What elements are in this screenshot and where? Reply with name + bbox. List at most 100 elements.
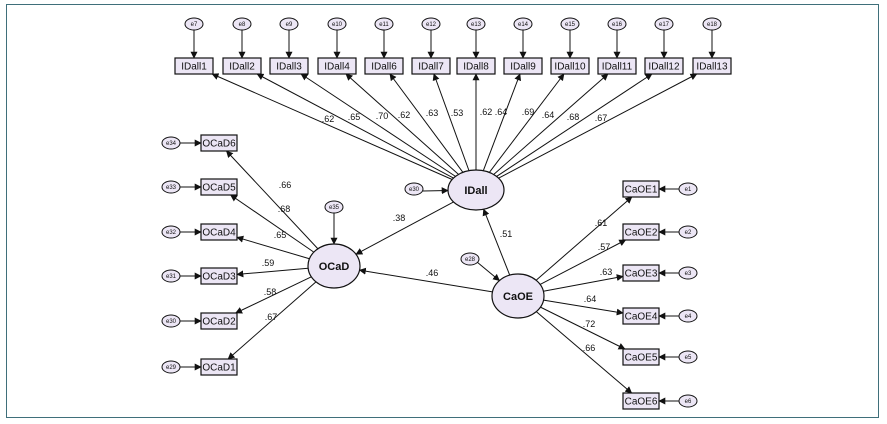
loading-path-ocad6 [226, 150, 319, 250]
latent-error-circle-e28 [460, 252, 480, 266]
indicator-label-idall2: IDall2 [229, 62, 255, 73]
error-circle-e5-caoe5 [678, 350, 698, 364]
latent-error-label-e35: e35 [329, 205, 340, 211]
loading-path-idall1 [211, 73, 453, 180]
loading-path-ocad3 [236, 267, 309, 278]
error-label-e6-caoe6: e6 [685, 399, 692, 405]
latent-error-label-e28: e28 [465, 257, 476, 263]
indicator-box-ocad5 [200, 178, 238, 196]
loading-path-caoe6 [535, 311, 633, 394]
error-circle-e13-idall8 [466, 17, 486, 31]
loading-path-idall9 [482, 73, 522, 171]
indicator-label-caoe2: CaOE2 [625, 228, 658, 239]
indicator-box-ocad3 [200, 267, 238, 285]
indicator-label-caoe4: CaOE4 [625, 312, 658, 323]
indicator-label-ocad3: OCaD3 [202, 272, 236, 283]
error-circle-e6-caoe6 [678, 394, 698, 408]
indicator-box-idall2 [222, 57, 262, 75]
loading-path-ocad1 [227, 281, 317, 360]
loading-coef-caoe1: .61 [595, 218, 608, 228]
loading-coef-idall13: .67 [595, 113, 608, 123]
loading-coef-ocad3: .59 [262, 258, 275, 268]
indicator-box-idall1 [174, 57, 214, 75]
indicator-label-idall13: IDall13 [696, 62, 728, 73]
error-label-e3-caoe3: e3 [685, 271, 692, 277]
error-circle-e1-caoe1 [678, 182, 698, 196]
loading-coef-caoe2: .57 [598, 242, 611, 252]
loading-coef-ocad1: .67 [265, 312, 278, 322]
indicator-box-idall4 [317, 57, 357, 75]
indicator-box-caoe2 [622, 223, 660, 241]
error-circle-e16-idall11 [607, 17, 627, 31]
loading-coef-idall4: .62 [398, 110, 411, 120]
loading-coef-idall9: .64 [495, 107, 508, 117]
latent-label-idall: IDall [464, 185, 487, 197]
error-circle-e2-caoe2 [678, 225, 698, 239]
error-circle-e29-ocad1 [161, 360, 181, 374]
error-circle-e17-idall12 [654, 17, 674, 31]
latent-ocad [307, 243, 361, 289]
loading-coef-idall8: .62 [480, 107, 493, 117]
error-circle-e12-idall7 [421, 17, 441, 31]
error-circle-e14-idall9 [513, 17, 533, 31]
indicator-box-ocad6 [200, 134, 238, 152]
loading-coef-caoe4: .64 [584, 294, 597, 304]
indicator-box-idall6 [364, 57, 404, 75]
loading-path-ocad4 [236, 235, 310, 260]
error-label-e5-caoe5: e5 [685, 355, 692, 361]
indicator-label-idall6: IDall6 [371, 62, 397, 73]
indicator-box-caoe3 [622, 264, 660, 282]
indicator-box-ocad4 [200, 223, 238, 241]
latent-error-path-e28-caoe [476, 261, 500, 282]
error-circle-e30-ocad2 [161, 314, 181, 328]
latent-error-label-e30: e30 [409, 187, 420, 193]
indicator-label-caoe1: CaOE1 [625, 185, 658, 196]
structural-path-idall-ocad [355, 201, 454, 255]
indicator-label-idall10: IDall10 [554, 62, 586, 73]
error-label-e14-idall9: e14 [518, 22, 529, 28]
indicator-label-idall3: IDall3 [276, 62, 302, 73]
loading-coef-idall11: .64 [542, 110, 555, 120]
loading-coef-idall12: .68 [567, 112, 580, 122]
loading-coef-caoe5: .72 [583, 319, 596, 329]
structural-path-caoe-ocad [358, 267, 493, 293]
indicator-box-caoe4 [622, 307, 660, 325]
loading-path-idall4 [345, 73, 459, 175]
loading-path-idall2 [256, 73, 454, 179]
loading-coef-idall10: .69 [522, 107, 535, 117]
error-circle-e4-caoe4 [678, 309, 698, 323]
indicator-box-idall9 [503, 57, 543, 75]
indicator-label-caoe6: CaOE6 [625, 397, 658, 408]
indicator-label-idall11: IDall11 [602, 62, 633, 73]
error-label-e12-idall7: e12 [426, 22, 437, 28]
error-circle-e15-idall10 [560, 17, 580, 31]
indicator-label-ocad5: OCaD5 [202, 183, 236, 194]
loading-coef-caoe6: .66 [583, 343, 596, 353]
error-label-e13-idall8: e13 [471, 22, 482, 28]
loading-path-caoe4 [543, 299, 624, 316]
latent-caoe [491, 273, 545, 319]
indicator-label-idall1: IDall1 [181, 62, 207, 73]
error-label-e10-idall4: e10 [332, 22, 343, 28]
error-label-e8-idall2: e8 [239, 22, 246, 28]
loading-path-caoe3 [543, 274, 624, 292]
loading-coef-idall1: .62 [322, 114, 335, 124]
loading-path-caoe5 [540, 306, 626, 350]
error-circle-e8-idall2 [232, 17, 252, 31]
error-label-e2-caoe2: e2 [685, 230, 692, 236]
latent-label-caoe: CaOE [503, 291, 533, 303]
error-label-e9-idall3: e9 [286, 22, 293, 28]
indicator-label-ocad2: OCaD2 [202, 317, 236, 328]
indicator-label-idall8: IDall8 [463, 62, 489, 73]
indicator-box-ocad2 [200, 312, 238, 330]
latent-error-circle-e35 [324, 200, 344, 214]
loading-path-ocad5 [230, 194, 315, 253]
loading-coef-idall6: .63 [426, 108, 439, 118]
indicator-box-idall8 [456, 57, 496, 75]
indicator-label-ocad6: OCaD6 [202, 139, 236, 150]
error-label-e29-ocad1: e29 [166, 365, 177, 371]
error-circle-e3-caoe3 [678, 266, 698, 280]
error-label-e18-idall13: e18 [707, 22, 718, 28]
error-label-e31-ocad3: e31 [166, 274, 177, 280]
